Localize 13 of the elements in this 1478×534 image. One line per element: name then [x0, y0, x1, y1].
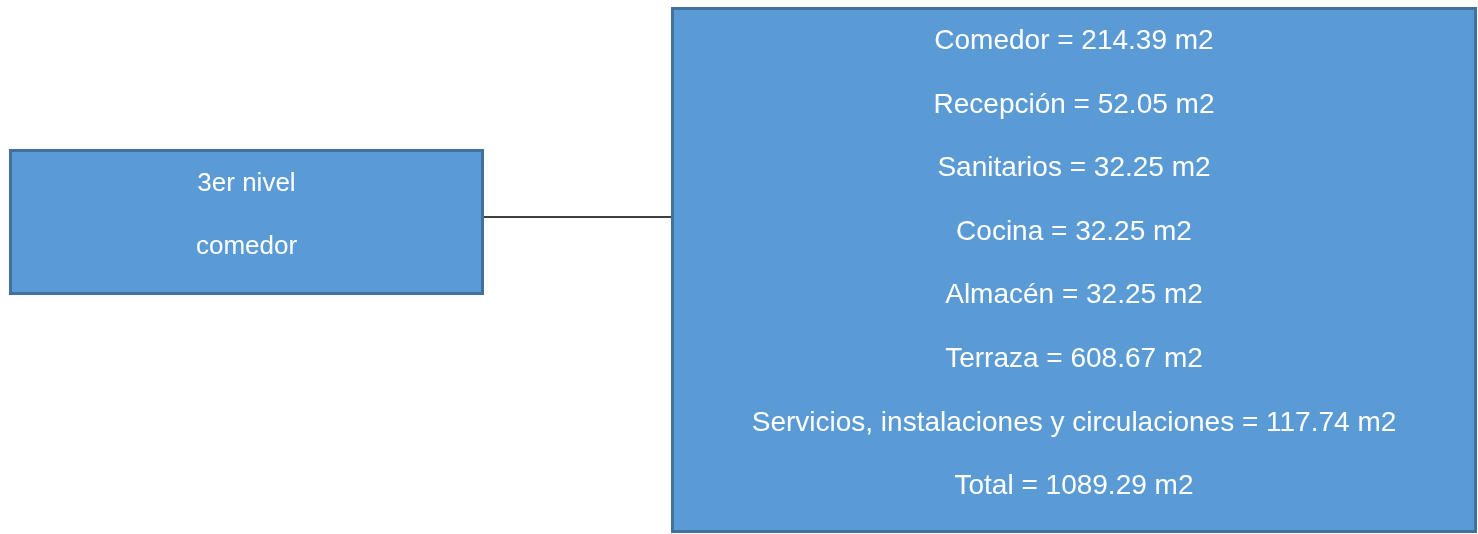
box-text: Recepción = 52.05 m2	[932, 87, 1216, 120]
box-text: Terraza = 608.67 m2	[944, 342, 1204, 374]
box-text: Almacén = 32.25 m2	[944, 278, 1204, 311]
box-text: Servicios, instalaciones y circulaciones = 117.74 m2	[750, 405, 1398, 438]
text-box	[671, 7, 1477, 533]
box-text: Cocina = 32.25 m2	[955, 214, 1193, 247]
box-text: 3er nivel	[196, 167, 297, 198]
connector-line	[483, 216, 672, 218]
box-text: Sanitarios = 32.25 m2	[936, 151, 1212, 184]
box-text: Comedor = 214.39 m2	[933, 24, 1215, 56]
box-text: comedor	[194, 230, 299, 261]
text-box	[9, 149, 484, 295]
box-text: Total = 1089.29 m2	[953, 469, 1195, 502]
